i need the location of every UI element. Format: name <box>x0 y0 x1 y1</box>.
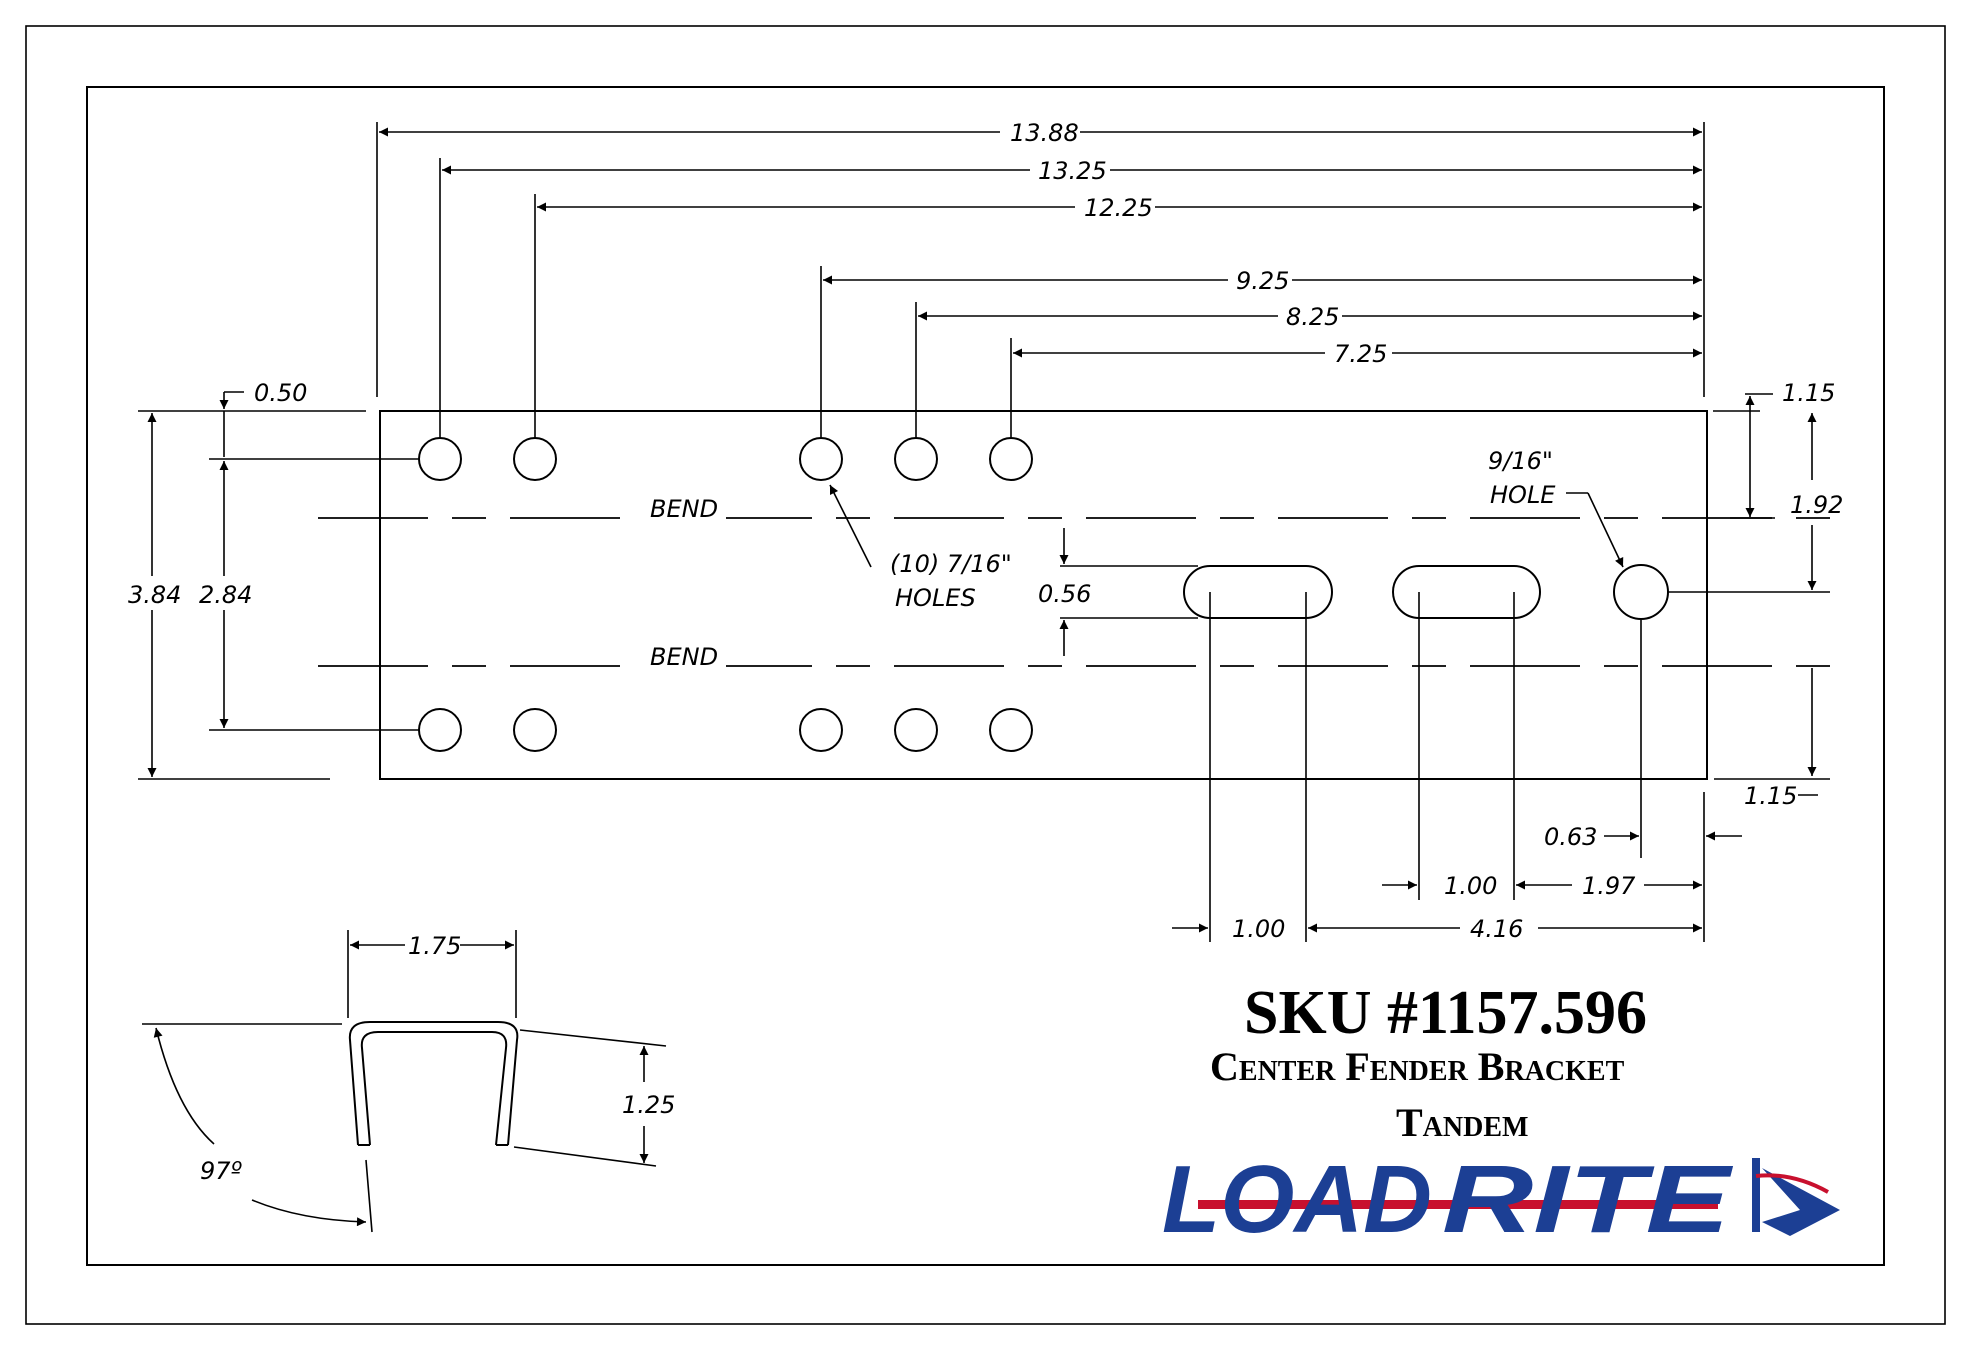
bend-label-top: BEND <box>650 495 718 523</box>
inner-frame <box>86 86 1885 1266</box>
outer-frame <box>25 25 1946 1325</box>
hole-bottom-1 <box>418 708 462 752</box>
hole-bottom-5 <box>989 708 1033 752</box>
channel-profile <box>348 1021 519 1146</box>
large-hole <box>1613 564 1669 620</box>
dim-right-top-offset: 1.15 <box>1782 379 1835 407</box>
dim-overall-length: 13.88 <box>1010 119 1079 147</box>
hole-bottom-2 <box>513 708 557 752</box>
dim-overall-height: 3.84 <box>128 581 181 609</box>
hole-top-2 <box>513 437 557 481</box>
dim-channel-depth: 1.25 <box>622 1091 675 1119</box>
logo-swoosh-icon <box>1752 1158 1760 1232</box>
hole-callout-line2: HOLE <box>1490 481 1556 509</box>
dim-slot1-to-end: 4.16 <box>1470 915 1523 943</box>
hole-top-3 <box>799 437 843 481</box>
dim-slot2-to-end: 1.97 <box>1582 872 1636 900</box>
hole-top-5 <box>989 437 1033 481</box>
dim-hole3-to-end: 9.25 <box>1236 267 1289 295</box>
product-name: Center Fender Bracket <box>1210 1044 1625 1089</box>
hole-callout-line1: 9/16" <box>1488 447 1553 475</box>
holes-callout-line1: (10) 7/16" <box>890 550 1012 578</box>
dim-slot2-length: 1.00 <box>1444 872 1497 900</box>
sku-title: SKU #1157.596 <box>1244 979 1647 1047</box>
dim-hole4-to-end: 8.25 <box>1286 303 1339 331</box>
logo-wing-icon <box>1762 1168 1840 1236</box>
product-variant: Tandem <box>1396 1100 1528 1145</box>
dim-hole1-to-end: 13.25 <box>1038 157 1107 185</box>
slot-2 <box>1392 565 1541 619</box>
dim-edge-to-hole: 0.50 <box>254 379 307 407</box>
dim-slot1-length: 1.00 <box>1232 915 1285 943</box>
logo-text-rite: RITE <box>1442 1146 1734 1253</box>
dim-right-hole-height: 1.92 <box>1790 491 1843 519</box>
hole-top-4 <box>894 437 938 481</box>
hole-bottom-4 <box>894 708 938 752</box>
logo-text-load: LOAD <box>1162 1146 1432 1253</box>
bend-label-bottom: BEND <box>650 643 718 671</box>
dim-hole5-to-end: 7.25 <box>1334 340 1387 368</box>
hole-bottom-3 <box>799 708 843 752</box>
holes-callout-line2: HOLES <box>895 584 976 612</box>
bracket-outline <box>379 410 1708 780</box>
hole-top-1 <box>418 437 462 481</box>
dim-bend-angle: 97º <box>200 1157 243 1185</box>
dim-slot-width: 0.56 <box>1038 580 1091 608</box>
loadrite-logo: LOAD RITE <box>1162 1146 1840 1253</box>
dim-right-bottom-offset: 1.15 <box>1744 782 1797 810</box>
dim-hole2-to-end: 12.25 <box>1084 194 1153 222</box>
slot-1 <box>1183 565 1333 619</box>
dim-channel-width: 1.75 <box>408 932 461 960</box>
dim-hole-row-spacing: 2.84 <box>199 581 252 609</box>
dim-hole-to-end: 0.63 <box>1544 823 1597 851</box>
